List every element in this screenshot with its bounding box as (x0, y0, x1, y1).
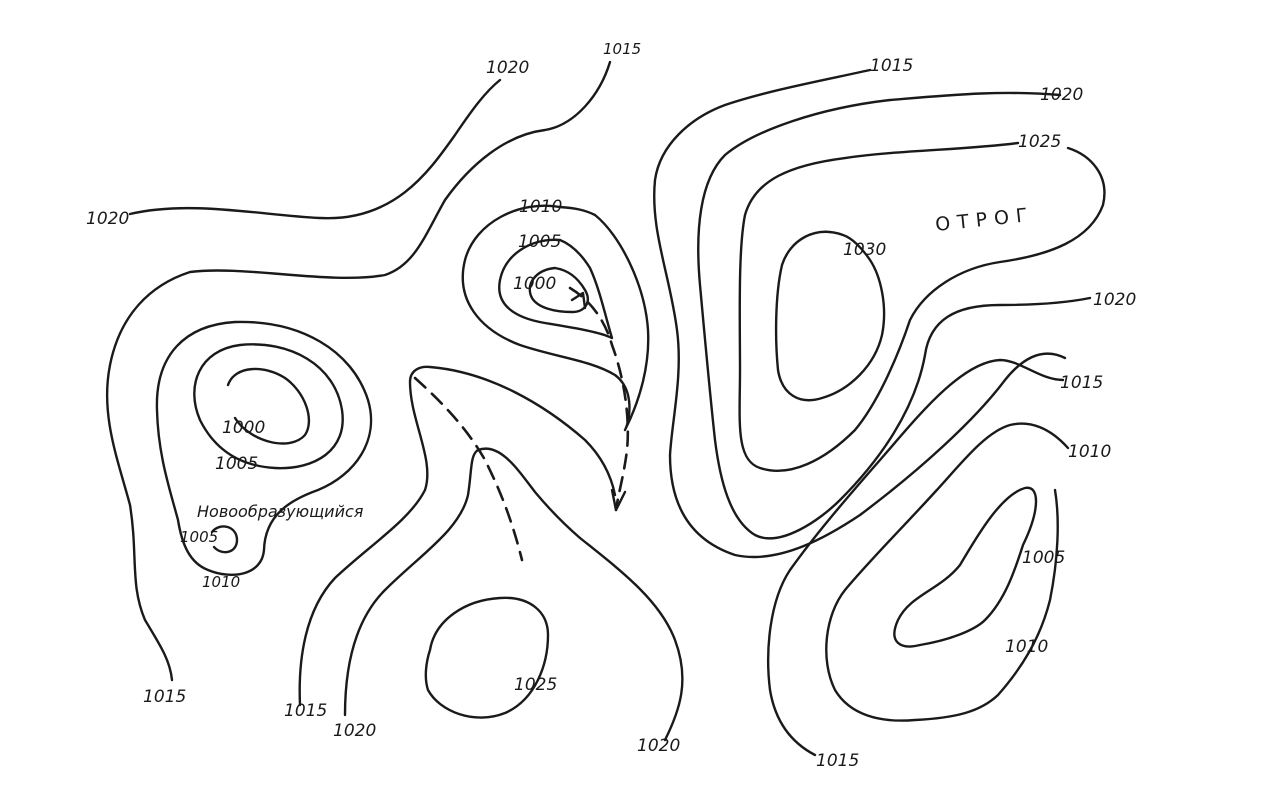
label-1020-top-right: 1020 (1040, 85, 1083, 105)
isobar-1010-center-low (461, 204, 650, 432)
label-1005-new-low: 1005 (180, 528, 218, 546)
label-1020-bottom-center: 1020 (637, 736, 680, 756)
label-1005-center: 1005 (518, 232, 561, 252)
label-1020-right: 1020 (1093, 290, 1136, 310)
trough-line-center (568, 286, 630, 512)
label-1000-center: 1000 (513, 274, 556, 294)
isobar-1005-southeast-low (893, 486, 1038, 648)
label-1020-bottom: 1020 (333, 721, 376, 741)
label-1015-right: 1015 (1060, 373, 1103, 393)
isobar-1015-southeast (767, 358, 1065, 757)
isobar-1000-left-low (226, 367, 311, 445)
isobar-1000-center-low (528, 266, 589, 314)
label-1010-right: 1010 (1068, 442, 1111, 462)
isobar-1010-southeast (825, 422, 1070, 722)
isobar-1020-northwest (128, 78, 502, 220)
trough-arrow-center (570, 291, 627, 512)
isobar-1015-northeast (653, 68, 1067, 559)
label-forming-low: Новообразующийся (197, 502, 364, 521)
label-1005-right-low: 1005 (1022, 548, 1065, 568)
isobar-1005-new-low (210, 525, 239, 554)
label-1020-top: 1020 (486, 58, 529, 78)
label-1015-bottom-right: 1015 (816, 751, 859, 771)
isobar-1025-south-high (424, 596, 550, 719)
label-1025-right: 1025 (1018, 132, 1061, 152)
isobar-1020-east (697, 91, 1092, 540)
label-1015-top: 1015 (603, 40, 641, 58)
label-1025-bottom-high: 1025 (514, 675, 557, 695)
isobar-1010-left-low (155, 320, 373, 577)
label-spur: ОТРОГ (934, 204, 1035, 236)
label-1000-left-low: 1000 (222, 418, 265, 438)
label-1015-bottom-left: 1015 (143, 687, 186, 707)
label-1010-center: 1010 (519, 197, 562, 217)
label-1005-left-low: 1005 (215, 454, 258, 474)
isobar-1030-high (774, 230, 886, 402)
label-1010-new-low: 1010 (202, 573, 240, 591)
trough-line-south (413, 376, 524, 562)
isobar-1020-south-ridge (343, 447, 684, 742)
label-1030-high: 1030 (843, 240, 886, 260)
isobar-1015-northwest (105, 60, 612, 682)
label-1015-top-right: 1015 (870, 56, 913, 76)
isobar-1015-south-ridge (298, 365, 617, 707)
label-1015-bottom: 1015 (284, 701, 327, 721)
isobar-1025-spur (738, 141, 1106, 472)
isobar-1005-center-low (498, 238, 614, 340)
isobar-1005-left-low (193, 343, 344, 470)
label-1010-right-low: 1010 (1005, 637, 1048, 657)
label-1020-left: 1020 (86, 209, 129, 229)
